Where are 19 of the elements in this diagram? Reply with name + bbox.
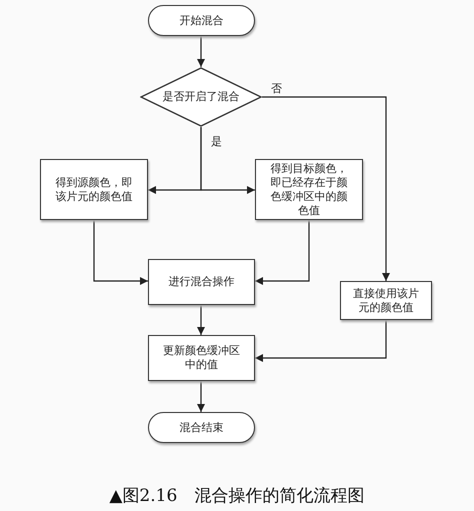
- terminal-box: 开始混合: [148, 5, 255, 36]
- arrow: [262, 96, 390, 281]
- arrow: [197, 381, 205, 412]
- process-box: 更新颜色缓冲区中的值: [148, 335, 255, 381]
- process-box: 得到目标颜色，即已经存在于颜色缓冲区中的颜色值: [255, 159, 363, 220]
- edge-label: 是: [210, 134, 223, 149]
- arrow: [93, 220, 148, 285]
- decision-diamond: 是否开启了混合: [140, 67, 262, 127]
- arrow: [255, 320, 387, 362]
- arrow: [197, 305, 205, 335]
- arrow: [255, 220, 310, 285]
- caption: ▲图2.16 混合操作的简化流程图: [108, 485, 366, 507]
- edge-label: 否: [270, 81, 283, 96]
- process-box: 进行混合操作: [148, 259, 255, 305]
- process-box: 得到源颜色，即该片元的颜色值: [40, 159, 148, 220]
- terminal-box: 混合结束: [148, 412, 255, 443]
- arrow: [200, 127, 255, 194]
- arrow: [197, 36, 205, 67]
- process-box: 直接使用该片元的颜色值: [340, 281, 432, 320]
